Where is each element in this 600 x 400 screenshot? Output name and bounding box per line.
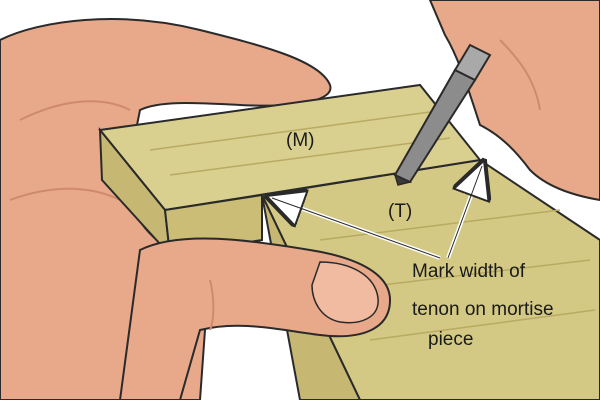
caption-line-1: Mark width of [412, 261, 525, 282]
mortise-label: (M) [286, 130, 315, 151]
arrow-to-tenon-edge-outline [271, 197, 441, 259]
marking-pencil [393, 43, 492, 186]
arrow-to-pencil-mark-outline [447, 165, 483, 259]
tenon-label: (T) [388, 201, 413, 222]
caption-line-3: piece [428, 329, 474, 350]
caption-line-2: tenon on mortise [412, 299, 554, 320]
mortise-board [98, 83, 482, 258]
left-thumb [118, 237, 392, 400]
